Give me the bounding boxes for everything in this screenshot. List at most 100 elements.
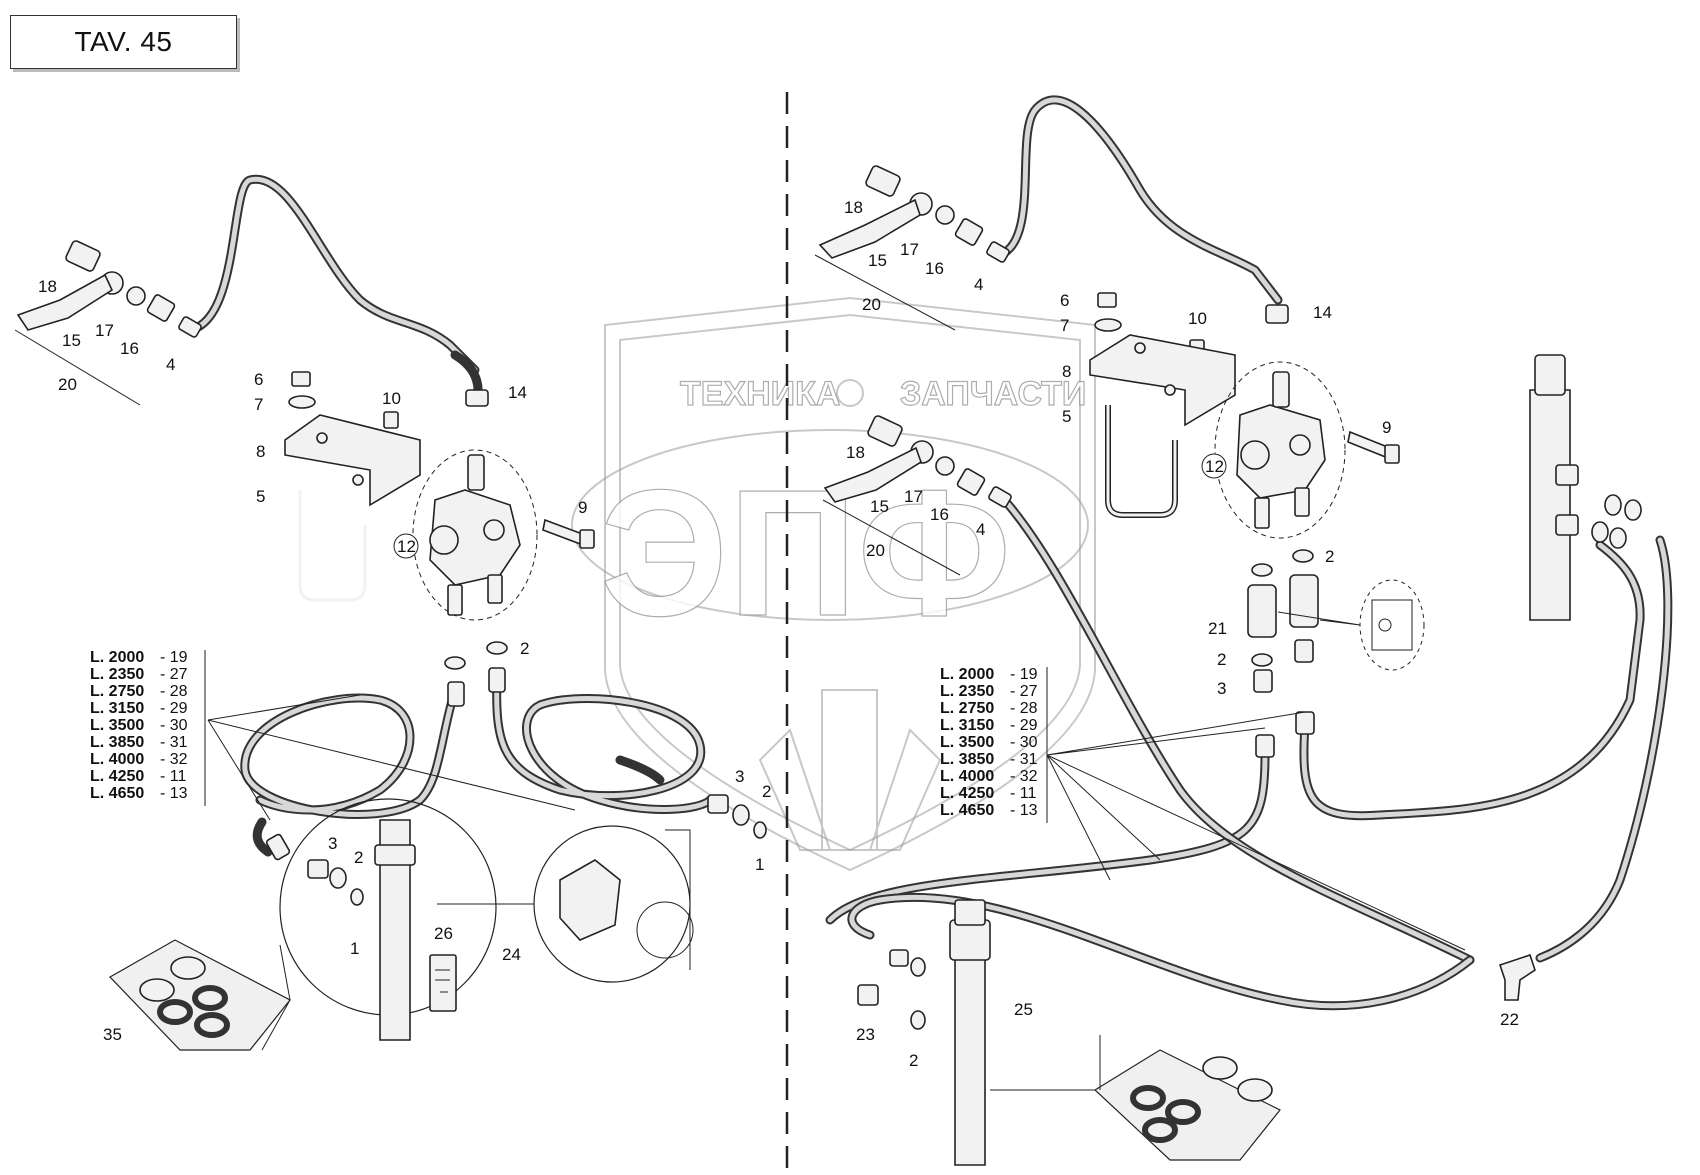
callout-2: 2	[762, 782, 771, 801]
callout-35: 35	[103, 1025, 122, 1044]
length-value: L. 2000	[940, 666, 994, 683]
callout-3: 3	[1217, 679, 1226, 698]
length-ref: - 13	[160, 785, 188, 802]
callout-15: 15	[868, 251, 887, 270]
callout-20: 20	[866, 541, 885, 560]
length-row: L. 4650 - 13	[90, 785, 188, 802]
callout-15: 15	[62, 331, 81, 350]
length-ref: - 27	[1010, 683, 1038, 700]
callout-10: 10	[1188, 309, 1207, 328]
callout-3: 3	[735, 767, 744, 786]
callout-26: 26	[434, 924, 453, 943]
length-ref: - 30	[160, 717, 188, 734]
callout-24: 24	[502, 945, 521, 964]
callout-1: 1	[350, 939, 359, 958]
callout-6: 6	[254, 370, 263, 389]
callout-6: 6	[1060, 291, 1069, 310]
length-ref: - 31	[160, 734, 188, 751]
length-row: L. 2350 - 27	[940, 683, 1038, 700]
length-row: L. 2350 - 27	[90, 666, 188, 683]
callout-23: 23	[856, 1025, 875, 1044]
left-assembly	[14, 174, 767, 1051]
length-value: L. 3850	[940, 751, 994, 768]
watermark-logo: ЭПФ	[600, 453, 1011, 654]
callout-5: 5	[1062, 407, 1071, 426]
length-row: L. 4650 - 13	[940, 802, 1038, 819]
callout-4: 4	[166, 355, 175, 374]
length-value: L. 2750	[90, 683, 144, 700]
length-ref: - 30	[1010, 734, 1038, 751]
callout-2: 2	[909, 1051, 918, 1070]
length-row: L. 4250 - 11	[90, 768, 186, 785]
callout-12: 12	[397, 537, 416, 556]
length-value: L. 4650	[90, 785, 144, 802]
callout-2: 2	[1325, 547, 1334, 566]
callout-16: 16	[930, 505, 949, 524]
table-title-box: TAV. 45	[10, 15, 237, 69]
length-ref: - 28	[160, 683, 188, 700]
length-row: L. 3150 - 29	[90, 700, 188, 717]
length-row: L. 4000 - 32	[90, 751, 188, 768]
length-ref: - 19	[160, 649, 188, 666]
length-value: L. 4000	[940, 768, 994, 785]
callout-21: 21	[1208, 619, 1227, 638]
callout-2: 2	[354, 848, 363, 867]
length-table-right: L. 2000 - 19 L. 2350 - 27 L. 2750 - 28 L…	[940, 666, 1048, 823]
length-value: L. 2350	[90, 666, 144, 683]
callout-7: 7	[1060, 316, 1069, 335]
watermark-gear-icon	[836, 379, 864, 407]
callout-3: 3	[328, 834, 337, 853]
callout-4: 4	[974, 275, 983, 294]
callouts-left: 18 15 17 16 4 20 14 6 7 10 8 5 9 12 2 3 …	[38, 277, 771, 1044]
length-value: L. 4250	[940, 785, 994, 802]
callout-20: 20	[58, 375, 77, 394]
length-ref: - 19	[1010, 666, 1038, 683]
callout-14: 14	[1313, 303, 1332, 322]
length-ref: - 11	[160, 768, 186, 785]
callouts-right: 18 15 17 16 4 20 14 6 7 10 8 5 9 12 2 21…	[844, 198, 1519, 1070]
length-ref: - 29	[160, 700, 188, 717]
table-title: TAV. 45	[74, 26, 173, 57]
length-value: L. 3150	[940, 717, 994, 734]
callout-17: 17	[904, 487, 923, 506]
length-ref: - 11	[1010, 785, 1036, 802]
length-value: L. 3500	[90, 717, 144, 734]
length-value: L. 3850	[90, 734, 144, 751]
callout-17: 17	[900, 240, 919, 259]
length-ref: - 13	[1010, 802, 1038, 819]
callout-20: 20	[862, 295, 881, 314]
watermark-text-right: ЗАПЧАСТИ	[900, 375, 1086, 413]
length-table-left: L. 2000 - 19 L. 2350 - 27 L. 2750 - 28 L…	[90, 649, 206, 806]
length-row: L. 3850 - 31	[940, 751, 1038, 768]
callout-17: 17	[95, 321, 114, 340]
callout-18: 18	[846, 443, 865, 462]
length-ref: - 29	[1010, 717, 1038, 734]
callout-18: 18	[38, 277, 57, 296]
callout-25: 25	[1014, 1000, 1033, 1019]
watermark: ТЕХНИКА ЗАПЧАСТИ ЭПФ	[571, 296, 1096, 872]
callout-22: 22	[1500, 1010, 1519, 1029]
length-value: L. 3500	[940, 734, 994, 751]
callout-14: 14	[508, 383, 527, 402]
callout-2: 2	[520, 639, 529, 658]
callout-7: 7	[254, 395, 263, 414]
length-value: L. 4650	[940, 802, 994, 819]
length-row: L. 3150 - 29	[940, 717, 1038, 734]
callout-18: 18	[844, 198, 863, 217]
callout-2: 2	[1217, 650, 1226, 669]
callout-4: 4	[976, 520, 985, 539]
length-row: L. 4250 - 11	[940, 785, 1036, 802]
length-value: L. 4250	[90, 768, 144, 785]
callout-8: 8	[256, 442, 265, 461]
callout-9: 9	[578, 498, 587, 517]
watermark-text-left: ТЕХНИКА	[680, 375, 840, 413]
length-ref: - 27	[160, 666, 188, 683]
length-ref: - 28	[1010, 700, 1038, 717]
callout-12: 12	[1205, 457, 1224, 476]
length-value: L. 4000	[90, 751, 144, 768]
callout-9: 9	[1382, 418, 1391, 437]
callout-1: 1	[755, 855, 764, 874]
length-ref: - 32	[160, 751, 188, 768]
length-row: L. 2000 - 19	[940, 666, 1038, 683]
